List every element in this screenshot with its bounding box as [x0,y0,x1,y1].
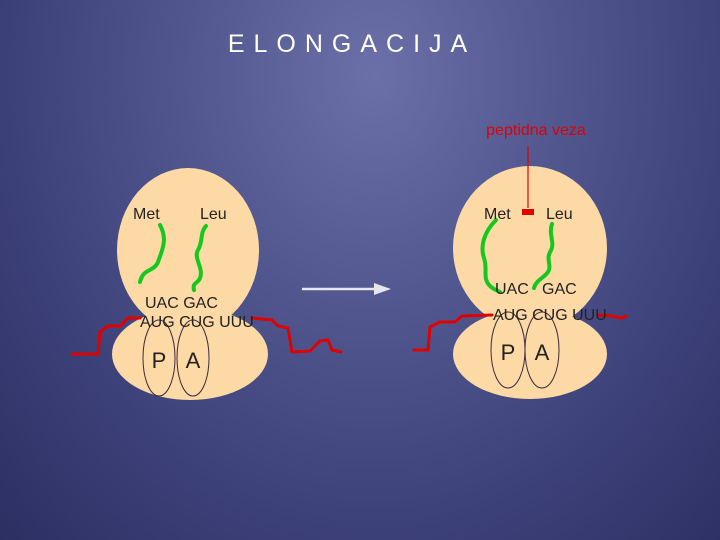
left-ribosome [112,168,268,400]
left-mrna [70,316,343,356]
left-trna-leu [191,224,208,292]
right-met-label: Met [484,206,511,223]
right-ribosome-small-subunit [453,309,607,399]
peptidna-veza-label: peptidna veza [486,122,586,139]
right-anticodon-a: GAC [542,281,577,298]
left-met-label: Met [133,206,160,223]
right-trna-leu [532,222,555,290]
right-p-site-label: P [501,340,516,365]
left-leu-label: Leu [200,206,227,223]
right-leu-label: Leu [546,206,573,223]
left-trna-met [138,223,166,284]
slide-title: ELONGACIJA [228,30,476,58]
right-ribosome-large-subunit [453,166,607,330]
left-a-site-label: A [186,348,201,373]
left-codons: AUG CUG UUU [140,314,254,331]
right-anticodon-p: UAC [495,281,529,298]
left-anticodons: UAC GAC [145,295,218,312]
left-ribosome-small-subunit [112,308,268,400]
right-ribosome [453,166,607,399]
left-p-site-label: P [152,348,167,373]
right-mrna [412,313,628,352]
left-a-site [176,319,210,397]
right-a-site-label: A [535,340,550,365]
transition-arrow [302,283,391,295]
right-a-site [524,311,560,389]
right-codons: AUG CUG UUU [493,307,607,324]
right-trna-met [480,218,502,294]
left-p-site [142,319,176,397]
left-ribosome-large-subunit [117,168,259,332]
peptide-bond-marker [522,209,534,215]
